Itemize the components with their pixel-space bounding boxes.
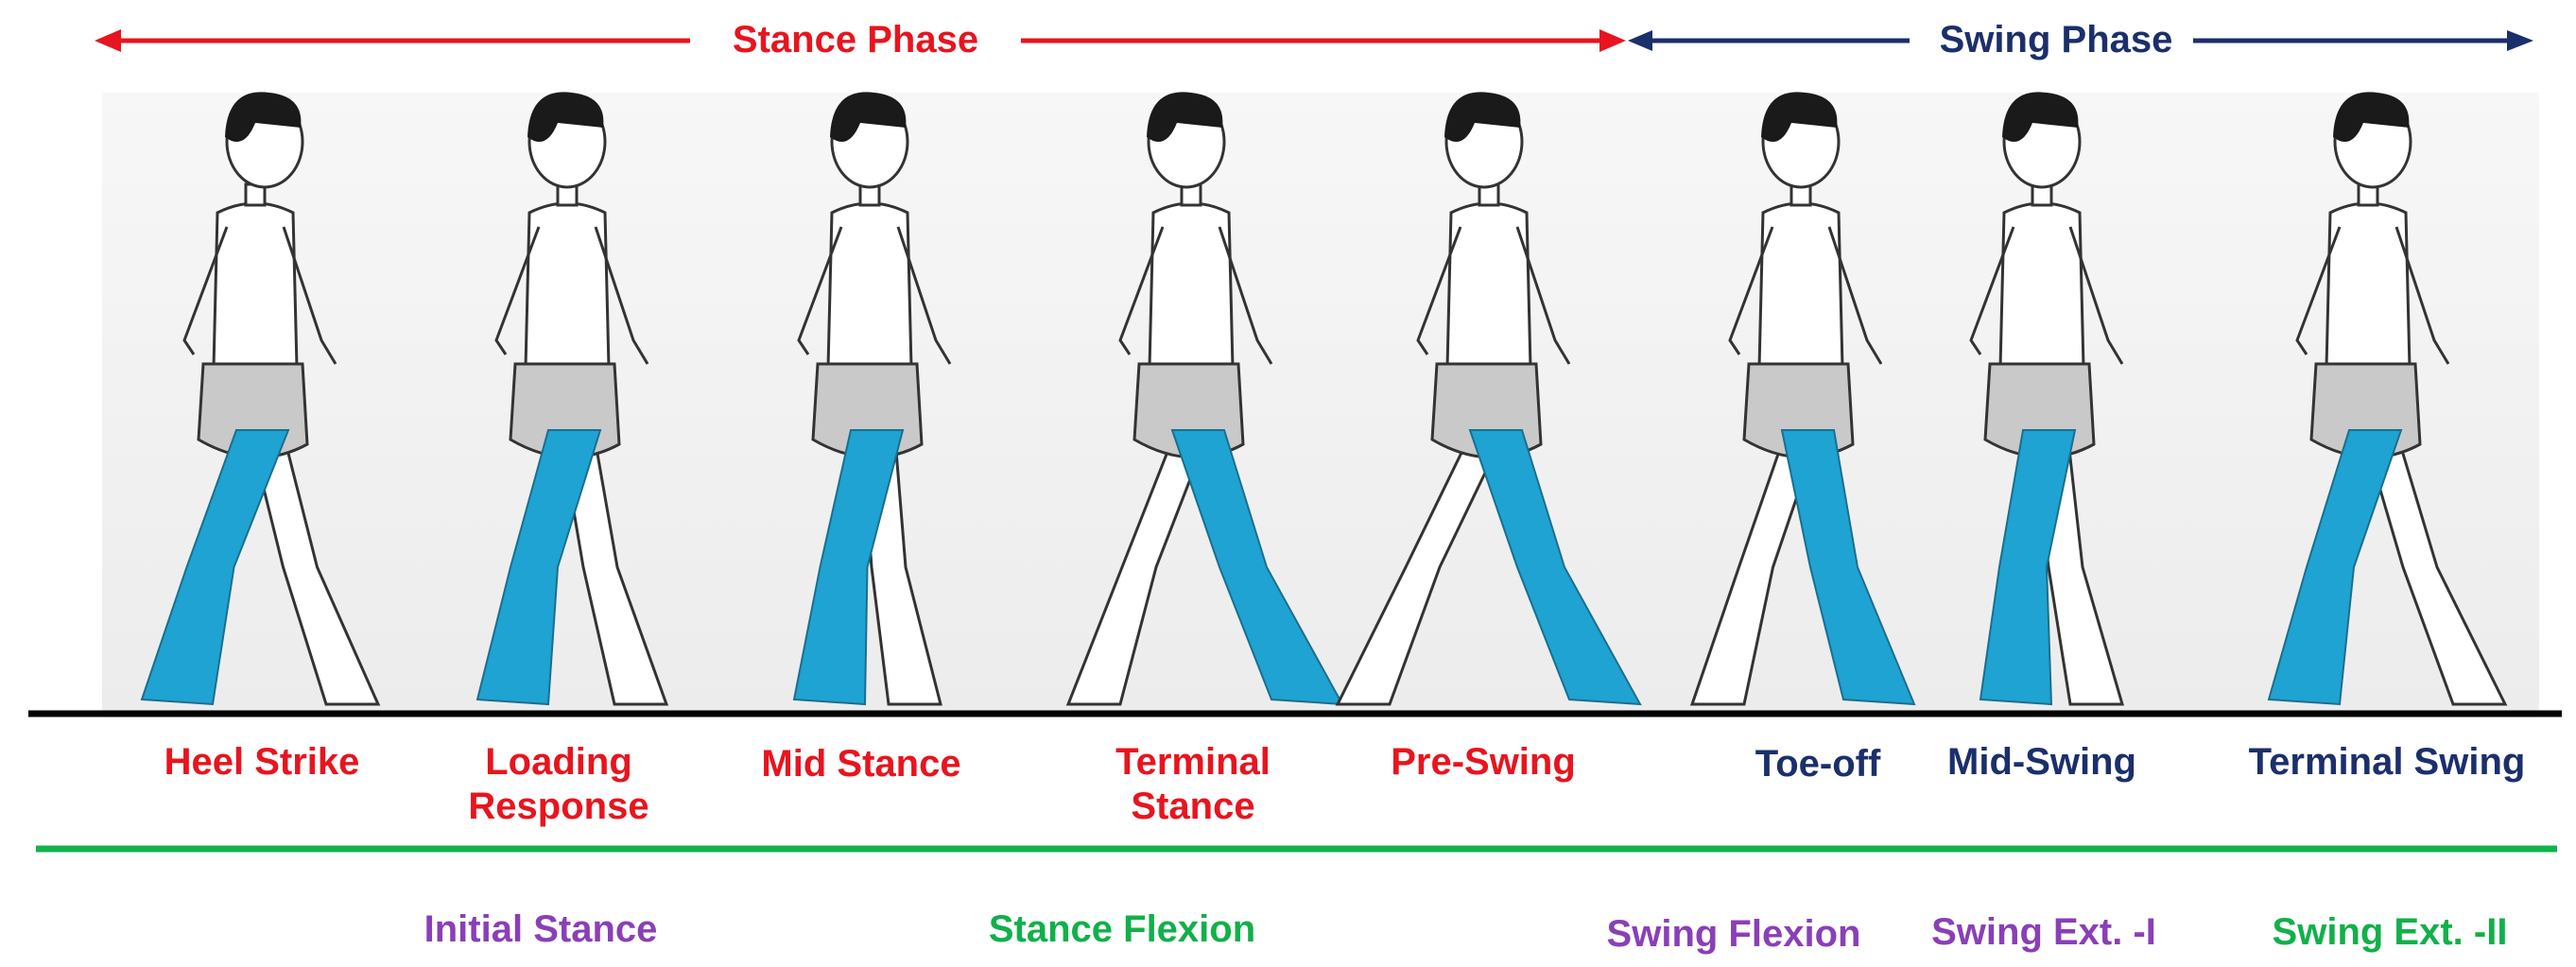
- walking-figure: [792, 92, 952, 706]
- walking-figure: [140, 92, 381, 706]
- front-leg: [1979, 429, 2077, 706]
- illustration-background: [102, 93, 2539, 717]
- back-arm: [1118, 226, 1165, 355]
- back-arm: [1416, 226, 1462, 355]
- front-leg: [475, 429, 602, 706]
- front-arm: [2394, 226, 2450, 365]
- event-pre-swing: Pre-Swing: [1391, 741, 1576, 783]
- front-leg: [1780, 429, 1916, 706]
- front-arm: [1515, 226, 1571, 365]
- hair: [830, 92, 907, 142]
- subphase-swing-flexion: Swing Flexion: [1606, 913, 1861, 955]
- hair: [1761, 92, 1838, 142]
- subphase-initial-stance: Initial Stance: [424, 908, 658, 950]
- event-mid-swing: Mid-Swing: [1947, 741, 2136, 783]
- walking-figure: [1969, 92, 2124, 706]
- subphase-swing-ext-1: Swing Ext. -I: [1931, 911, 2156, 953]
- swing-phase-title: Swing Phase: [1922, 21, 2190, 59]
- walking-figure: [1335, 92, 1642, 706]
- event-terminal-stance: Terminal Stance: [1115, 741, 1271, 828]
- stance-phase-title: Stance Phase: [715, 21, 996, 59]
- front-leg: [792, 429, 905, 706]
- subphase-stance-flexion: Stance Flexion: [988, 908, 1256, 950]
- walking-figure: [1689, 92, 1916, 706]
- front-arm: [282, 226, 337, 365]
- hair: [1444, 92, 1521, 142]
- front-arm: [1827, 226, 1883, 365]
- front-arm: [594, 226, 649, 365]
- event-terminal-swing: Terminal Swing: [2248, 741, 2526, 783]
- event-heel-strike: Heel Strike: [164, 741, 360, 783]
- hair: [527, 92, 604, 142]
- back-arm: [494, 226, 541, 355]
- event-toe-off: Toe-off: [1755, 743, 1881, 785]
- hair: [2333, 92, 2410, 142]
- back-arm: [2295, 226, 2342, 355]
- event-mid-stance: Mid Stance: [761, 743, 961, 785]
- front-leg: [2267, 429, 2403, 706]
- front-arm: [2068, 226, 2124, 365]
- hair: [225, 92, 302, 142]
- walking-figure: [2267, 92, 2508, 706]
- walking-figure: [475, 92, 669, 706]
- swing-phase-arrow: [1628, 30, 2533, 51]
- back-arm: [182, 226, 229, 355]
- front-arm: [896, 226, 952, 365]
- stance-phase-arrow: [95, 29, 1626, 52]
- hair: [1147, 92, 1223, 142]
- walking-figure: [1065, 92, 1344, 706]
- back-arm: [1728, 226, 1774, 355]
- front-arm: [1218, 226, 1273, 365]
- back-arm: [797, 226, 843, 355]
- subphase-swing-ext-2: Swing Ext. -II: [2272, 911, 2508, 953]
- front-leg: [140, 429, 290, 706]
- front-leg: [1468, 429, 1642, 706]
- back-arm: [1969, 226, 2015, 355]
- event-loading-response: Loading Response: [468, 741, 649, 828]
- hair: [2002, 92, 2079, 142]
